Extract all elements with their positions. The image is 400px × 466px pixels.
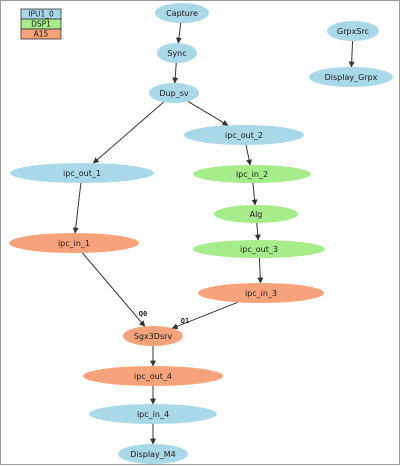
node-shape: [123, 326, 183, 346]
node-shape: [184, 125, 304, 145]
node-dup-sv[interactable]: Dup_sv: [149, 83, 199, 103]
node-ipc-in-2[interactable]: ipc_in_2: [193, 165, 311, 183]
node-shape: [89, 404, 217, 424]
node-label: Sgx3Dsrv: [134, 332, 173, 341]
node-label: ipc_out_2: [225, 131, 263, 140]
edge-sync-to-dup_sv: [172, 62, 179, 84]
node-label: Dup_sv: [159, 89, 188, 98]
node-display-grpx[interactable]: Display_Grpx: [309, 67, 393, 87]
node-shape: [118, 444, 188, 464]
port-label-q0: Q0: [139, 310, 147, 318]
node-ipc-in-4[interactable]: ipc_in_4: [89, 404, 217, 424]
edge-grpxsrc-to-display_grpx: [348, 40, 355, 68]
legend-label: DSP1: [31, 20, 51, 29]
node-label: ipc_out_3: [240, 245, 278, 254]
edge-ipc_in_1-to-sgx3dsrv: [82, 252, 146, 327]
node-shape: [157, 43, 197, 63]
edge-ipc_out_2-to-ipc_in_2: [245, 144, 253, 166]
node-shape: [149, 83, 199, 103]
edge-capture-to-sync: [175, 22, 182, 44]
node-label: Display_Grpx: [325, 73, 378, 82]
port-label-q1: Q1: [181, 317, 189, 325]
node-label: Display_M4: [130, 450, 175, 459]
node-capture[interactable]: Capture: [155, 3, 209, 23]
legend-item-ipu1-0: IPU1_0: [20, 8, 62, 20]
node-ipc-in-3[interactable]: ipc_in_3: [198, 283, 324, 303]
node-sync[interactable]: Sync: [157, 43, 197, 63]
edge-ipc_in_2-to-alg: [251, 182, 258, 206]
node-shape: [214, 205, 298, 223]
legend-label: IPU1_0: [28, 10, 54, 19]
node-ipc-out-1[interactable]: ipc_out_1: [10, 163, 154, 183]
node-label: GrpxSrc: [337, 27, 369, 36]
edge-ipc_out_3-to-ipc_in_3: [257, 257, 264, 284]
edge-dup_sv-to-ipc_out_2: [187, 100, 229, 126]
node-label: Sync: [167, 49, 186, 58]
node-label: Capture: [166, 9, 198, 18]
node-ipc-out-3[interactable]: ipc_out_3: [193, 240, 325, 258]
node-grpxsrc[interactable]: GrpxSrc: [327, 21, 379, 41]
node-shape: [309, 67, 393, 87]
edge-dup_sv-to-ipc_out_1: [92, 101, 164, 164]
node-shape: [10, 163, 154, 183]
node-sgx3dsrv[interactable]: Sgx3Dsrv: [123, 326, 183, 346]
node-label: ipc_out_4: [134, 372, 172, 381]
node-shape: [155, 3, 209, 23]
node-label: ipc_in_3: [245, 289, 277, 298]
legend-item-a15: A15: [20, 28, 62, 40]
legend-swatch: [20, 28, 62, 40]
edge-ipc_out_1-to-ipc_in_1: [72, 182, 82, 234]
node-label: ipc_out_1: [63, 169, 101, 178]
node-alg[interactable]: Alg: [214, 205, 298, 223]
node-shape: [193, 165, 311, 183]
edge-ipc_in_3-to-sgx3dsrv: [171, 301, 238, 330]
node-shape: [327, 21, 379, 41]
node-label: ipc_in_4: [137, 410, 169, 419]
node-ipc-out-2[interactable]: ipc_out_2: [184, 125, 304, 145]
node-label: ipc_in_2: [236, 170, 268, 179]
node-label: Alg: [250, 210, 263, 219]
node-shape: [193, 240, 325, 258]
node-ipc-in-1[interactable]: ipc_in_1: [9, 233, 139, 253]
node-shape: [9, 233, 139, 253]
node-display-m4[interactable]: Display_M4: [118, 444, 188, 464]
node-label: ipc_in_1: [58, 239, 90, 248]
legend-item-dsp1: DSP1: [20, 18, 62, 30]
node-shape: [198, 283, 324, 303]
node-ipc-out-4[interactable]: ipc_out_4: [83, 366, 223, 386]
legend-label: A15: [34, 30, 49, 39]
edge-alg-to-ipc_out_3: [254, 222, 261, 241]
node-shape: [83, 366, 223, 386]
